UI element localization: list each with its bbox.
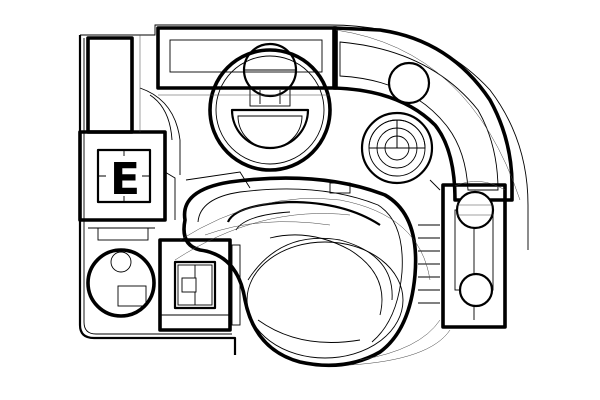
building-outline [78,24,529,355]
core-block: E [78,130,167,222]
lower-left-round-room [86,248,156,318]
main-hall [182,176,418,368]
square-stair-block [158,238,241,332]
right-circles [387,61,495,308]
construction-lines [139,35,431,281]
top-seating-band [156,26,338,90]
spiral-stair [360,111,434,185]
left-middle-elements [88,87,351,241]
left-shaft [86,36,134,134]
central-round-room [208,42,332,172]
right-lower-details [349,179,506,366]
core-letter: E [110,154,140,205]
curved-seating-band [332,26,521,202]
